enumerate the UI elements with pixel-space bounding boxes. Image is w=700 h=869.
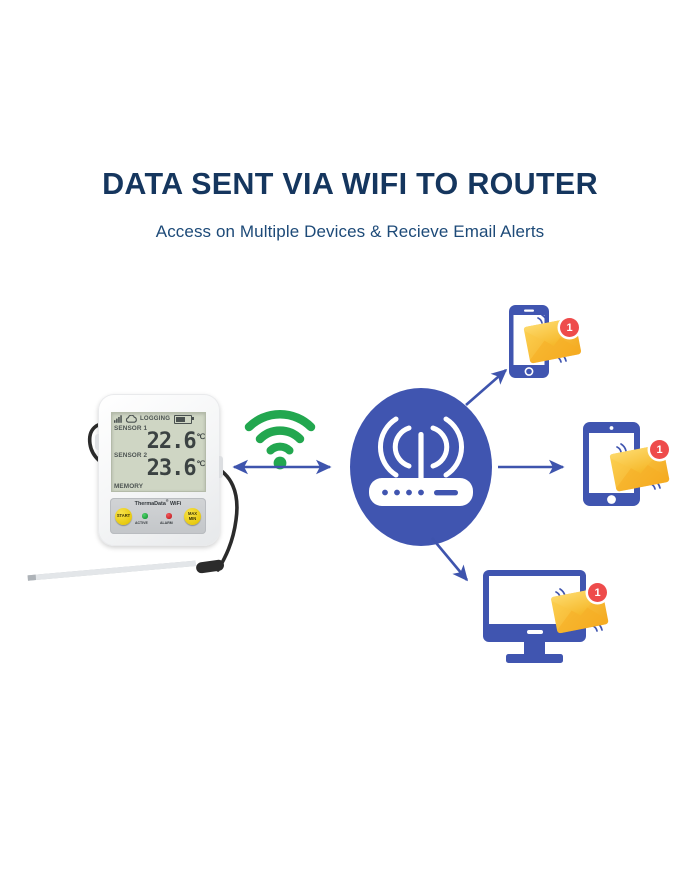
- page-title: DATA SENT VIA WIFI TO ROUTER: [102, 167, 598, 201]
- start-button[interactable]: START: [115, 508, 132, 525]
- arrow-router-desktop: [431, 537, 468, 582]
- device-side-button-left[interactable]: [95, 434, 99, 450]
- header: DATA SENT VIA WIFI TO ROUTER Access on M…: [0, 167, 700, 242]
- cloud-icon: [125, 415, 137, 423]
- wifi-router-icon: [369, 416, 473, 506]
- sensor-1-reading: 22.6℃: [118, 429, 205, 454]
- lcd-status-bar: LOGGING: [114, 414, 203, 424]
- sensor-1-value: 22.6: [146, 429, 197, 454]
- page-subtitle: Access on Multiple Devices & Recieve Ema…: [155, 221, 545, 241]
- notification-badge-tablet: 1: [650, 440, 669, 459]
- lcd-memory-label: MEMORY: [114, 482, 144, 490]
- lcd-logging-label: LOGGING: [140, 414, 171, 422]
- desktop-monitor-icon[interactable]: [483, 570, 609, 663]
- notification-badge-desktop: 1: [588, 583, 607, 602]
- device-brand-label: ThermaData® WiFi: [134, 499, 182, 507]
- thermadata-wifi-logger[interactable]: LOGGING SENSOR 1 22.6℃ SENSOR 2 23.6℃ ME…: [95, 394, 223, 546]
- battery-icon: [174, 414, 195, 424]
- tablet-icon[interactable]: [583, 422, 670, 506]
- wifi-signal-icon: [114, 415, 122, 423]
- sensor-1-label: SENSOR 1: [114, 425, 148, 432]
- arrow-router-phone: [465, 368, 508, 406]
- sensor-2-reading: 23.6℃: [118, 456, 205, 481]
- wifi-signal-icon: [244, 410, 316, 470]
- active-led-label: ACTIVE: [135, 521, 148, 525]
- active-led: [142, 513, 148, 519]
- alarm-led-label: ALARM: [160, 521, 173, 525]
- smartphone-icon[interactable]: [509, 305, 582, 378]
- router-node[interactable]: [350, 388, 492, 546]
- sensor-2-value: 23.6: [146, 456, 197, 481]
- alarm-led: [166, 513, 172, 519]
- device-side-button-right[interactable]: [219, 456, 223, 478]
- sensor-2-unit: ℃: [196, 459, 205, 468]
- lcd-display: LOGGING SENSOR 1 22.6℃ SENSOR 2 23.6℃ ME…: [111, 412, 206, 492]
- notification-badge-phone: 1: [560, 318, 579, 337]
- sensor-1-unit: ℃: [196, 432, 205, 441]
- sensor-2-label: SENSOR 2: [114, 452, 148, 459]
